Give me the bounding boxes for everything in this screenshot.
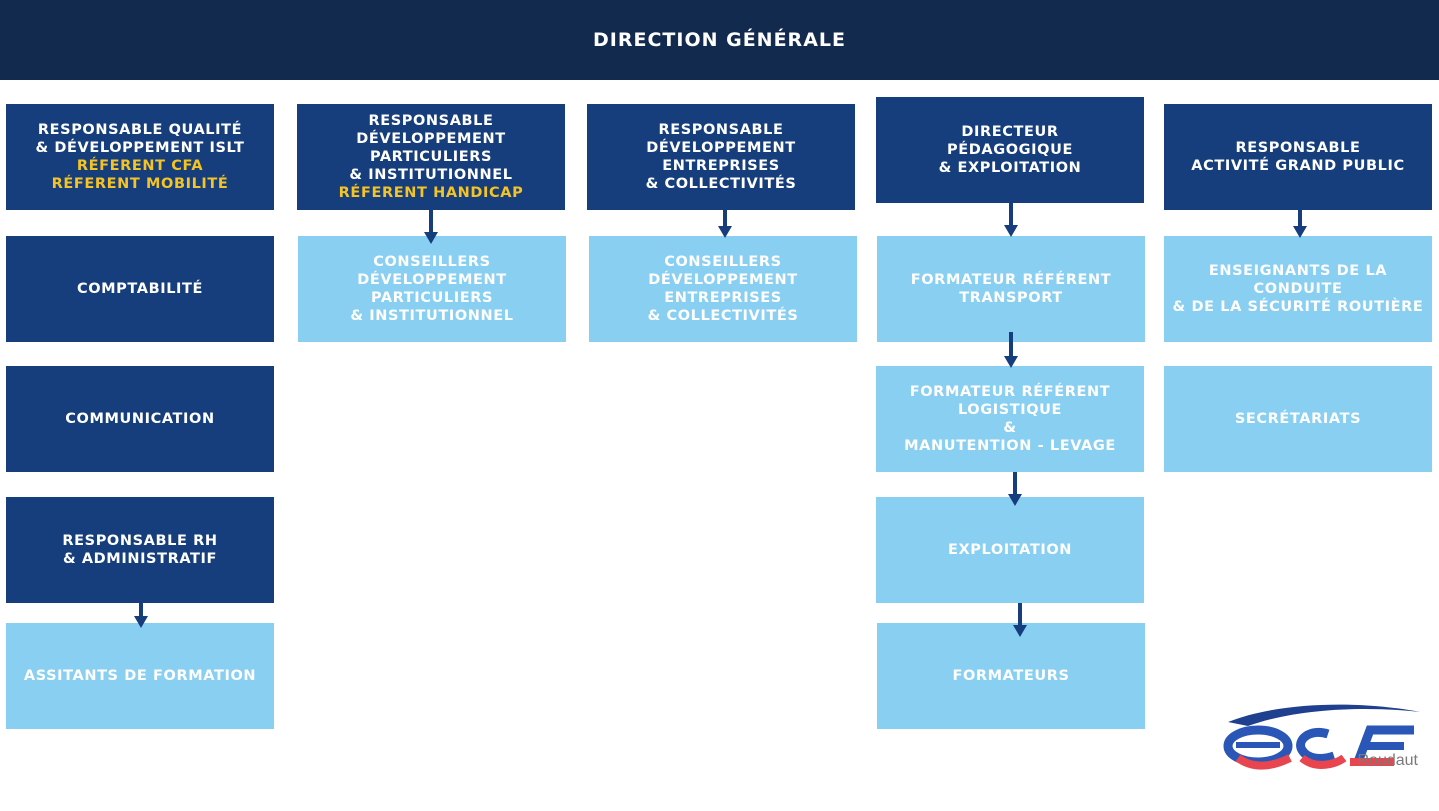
logistique-line-3: & — [1003, 420, 1017, 436]
agency-name: Roudaut — [1357, 752, 1419, 769]
direction-generale-banner: DIRECTION GÉNÉRALE — [0, 0, 1439, 80]
logistique-line-1: FORMATEUR RÉFÉRENT — [909, 384, 1111, 400]
dev-particuliers-line-1: RESPONSABLE — [368, 113, 494, 129]
arrow-entreprises-to-conseillers — [718, 210, 732, 238]
dev-particuliers-line-4: & INSTITUTIONNEL — [349, 167, 513, 183]
conseillers-particuliers-line-3: PARTICULIERS — [370, 290, 494, 306]
transport-line-1: FORMATEUR RÉFÉRENT — [910, 272, 1112, 288]
conseillers-particuliers-line-2: DÉVELOPPEMENT — [357, 272, 507, 288]
formateur-logistique-box: FORMATEUR RÉFÉRENT LOGISTIQUE & MANUTENT… — [876, 366, 1144, 472]
referent-cfa-label: RÉFERENT CFA — [76, 158, 204, 174]
rh-line-1: RESPONSABLE RH — [62, 533, 218, 549]
dev-particuliers-line-3: PARTICULIERS — [369, 149, 493, 165]
logistique-line-4: MANUTENTION - LEVAGE — [904, 438, 1116, 454]
dev-particuliers-line-2: DÉVELOPPEMENT — [356, 131, 506, 147]
directeur-line-2: PÉDAGOGIQUE — [947, 142, 1073, 158]
arrow-logistique-to-exploitation — [1008, 472, 1022, 506]
comptabilite-box: COMPTABILITÉ — [6, 236, 274, 342]
arrow-transport-to-logistique — [1004, 332, 1018, 368]
arrow-directeur-to-transport — [1004, 203, 1018, 237]
secretariats-box: SECRÉTARIATS — [1164, 366, 1432, 472]
arrow-rh-to-assistants — [134, 602, 148, 628]
rh-line-2: & ADMINISTRATIF — [62, 551, 218, 567]
exploitation-label: EXPLOITATION — [948, 542, 1072, 558]
referent-handicap-label: RÉFERENT HANDICAP — [338, 185, 524, 201]
responsable-qualite-box: RESPONSABLE QUALITÉ & DÉVELOPPEMENT ISLT… — [6, 104, 274, 210]
responsable-dev-entreprises-box: RESPONSABLE DÉVELOPPEMENT ENTREPRISES & … — [587, 104, 855, 210]
responsable-rh-box: RESPONSABLE RH & ADMINISTRATIF — [6, 497, 274, 603]
arrow-exploitation-to-formateurs — [1013, 603, 1027, 637]
enseignants-line-1: ENSEIGNANTS DE LA CONDUITE — [1208, 263, 1388, 297]
qualite-line-2: & DÉVELOPPEMENT ISLT — [35, 140, 245, 156]
communication-label: COMMUNICATION — [65, 411, 215, 427]
conseillers-entreprises-line-3: ENTREPRISES — [664, 290, 782, 306]
conseillers-entreprises-line-1: CONSEILLERS — [664, 254, 782, 270]
conseillers-entreprises-line-2: DÉVELOPPEMENT — [648, 272, 798, 288]
formateur-transport-box: FORMATEUR RÉFÉRENT TRANSPORT — [877, 236, 1145, 342]
conseillers-entreprises-line-4: & COLLECTIVITÉS — [647, 308, 799, 324]
grand-public-line-2: ACTIVITÉ GRAND PUBLIC — [1191, 158, 1405, 174]
formateurs-label: FORMATEURS — [952, 668, 1070, 684]
directeur-line-3: & EXPLOITATION — [938, 160, 1082, 176]
grand-public-line-1: RESPONSABLE — [1235, 140, 1361, 156]
qualite-line-1: RESPONSABLE QUALITÉ — [37, 122, 243, 138]
dev-entreprises-line-4: & COLLECTIVITÉS — [645, 176, 797, 192]
conseillers-particuliers-box: CONSEILLERS DÉVELOPPEMENT PARTICULIERS &… — [298, 236, 566, 342]
formateurs-box: FORMATEURS — [877, 623, 1145, 729]
exploitation-box: EXPLOITATION — [876, 497, 1144, 603]
dev-entreprises-line-1: RESPONSABLE — [658, 122, 784, 138]
ecf-logo: Roudaut — [1218, 700, 1428, 780]
conseillers-particuliers-line-1: CONSEILLERS — [373, 254, 491, 270]
transport-line-2: TRANSPORT — [959, 290, 1063, 306]
communication-box: COMMUNICATION — [6, 366, 274, 472]
directeur-line-1: DIRECTEUR — [961, 124, 1059, 140]
dev-entreprises-line-2: DÉVELOPPEMENT — [646, 140, 796, 156]
comptabilite-label: COMPTABILITÉ — [76, 281, 204, 297]
arrow-particuliers-to-conseillers — [424, 210, 438, 244]
enseignants-conduite-box: ENSEIGNANTS DE LA CONDUITE & DE LA SÉCUR… — [1164, 236, 1432, 342]
assistants-formation-box: ASSITANTS DE FORMATION — [6, 623, 274, 729]
secretariats-label: SECRÉTARIATS — [1234, 411, 1362, 427]
enseignants-line-2: & DE LA SÉCURITÉ ROUTIÈRE — [1172, 299, 1424, 315]
ecf-logo-mark — [1223, 704, 1420, 770]
conseillers-entreprises-box: CONSEILLERS DÉVELOPPEMENT ENTREPRISES & … — [589, 236, 857, 342]
responsable-dev-particuliers-box: RESPONSABLE DÉVELOPPEMENT PARTICULIERS &… — [297, 104, 565, 210]
referent-mobilite-label: RÉFERENT MOBILITÉ — [51, 176, 229, 192]
direction-generale-title: DIRECTION GÉNÉRALE — [593, 29, 846, 51]
conseillers-particuliers-line-4: & INSTITUTIONNEL — [350, 308, 514, 324]
arrow-grand-public-to-enseignants — [1293, 210, 1307, 238]
responsable-grand-public-box: RESPONSABLE ACTIVITÉ GRAND PUBLIC — [1164, 104, 1432, 210]
logistique-line-2: LOGISTIQUE — [957, 402, 1063, 418]
directeur-pedagogique-box: DIRECTEUR PÉDAGOGIQUE & EXPLOITATION — [876, 97, 1144, 203]
assistants-label: ASSITANTS DE FORMATION — [23, 668, 257, 684]
dev-entreprises-line-3: ENTREPRISES — [662, 158, 780, 174]
